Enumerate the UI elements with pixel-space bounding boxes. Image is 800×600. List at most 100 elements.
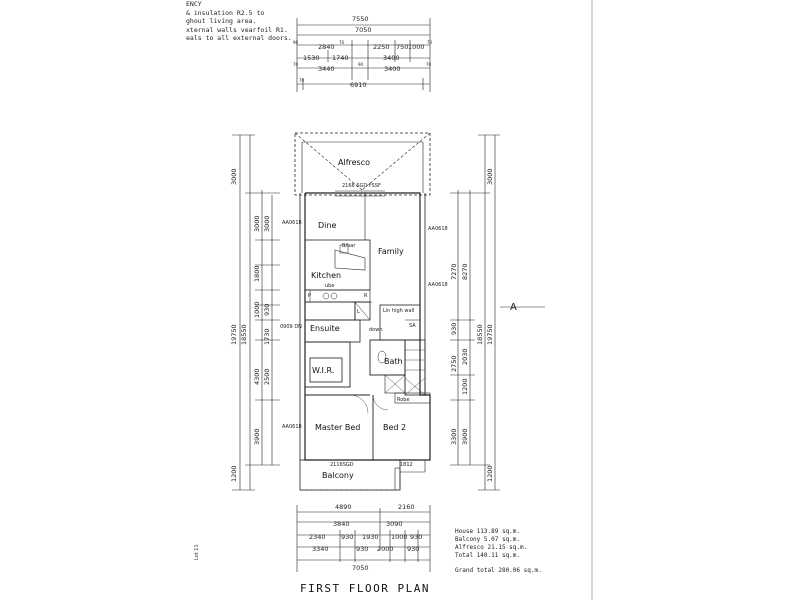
note-line: eals to all external doors. xyxy=(186,34,292,42)
area-grand-total: Grand total 280.06 sq.m. xyxy=(455,567,542,574)
dim-label: 930 xyxy=(341,533,353,541)
dim-label: 930 xyxy=(263,304,271,316)
header-notes: ENCY & insulation R2.5 to ghout living a… xyxy=(186,0,292,43)
dim-small-label: 90 xyxy=(358,62,364,67)
dim-label: 1730 xyxy=(263,328,271,345)
window-label: 1812 xyxy=(400,462,413,468)
dim-label: 1200 xyxy=(486,465,494,482)
room-label-wir: W.I.R. xyxy=(312,366,334,375)
stair-down-label: down xyxy=(369,327,383,333)
room-label-alfresco: Alfresco xyxy=(338,158,370,167)
top-dimension-labels: 7550 7050 2840 2250 750 1000 1530 1740 3… xyxy=(293,15,433,89)
dim-label: 3900 xyxy=(461,428,469,445)
room-label-kitchen: Kitchen xyxy=(311,271,341,280)
dn-label: 0909 DN xyxy=(280,324,302,330)
area-schedule: House 113.89 sq.m. Balcony 5.07 sq.m. Al… xyxy=(455,528,542,575)
side-mark: Lot 11 xyxy=(194,544,200,560)
dim-label: 1000 xyxy=(408,43,425,51)
dim-label: 2750 xyxy=(450,355,458,372)
dim-label: 1200 xyxy=(230,465,238,482)
dim-label: 2500 xyxy=(263,368,271,385)
dim-label: 1800 xyxy=(253,265,261,282)
dim-small-label: 70 xyxy=(339,40,345,45)
dim-label: 19750 xyxy=(230,324,238,345)
dim-label: 7550 xyxy=(352,15,369,23)
dim-small-label: 70 xyxy=(427,40,433,45)
door-label: 2168 SGD FSSF xyxy=(342,183,381,189)
dim-small-label: 90 xyxy=(293,40,299,45)
area-house: House 113.89 sq.m. xyxy=(455,528,521,535)
dim-label: 3000 xyxy=(486,168,494,185)
dim-label: 2340 xyxy=(309,533,326,541)
dim-label: 3090 xyxy=(386,520,403,528)
robe-label: Robe xyxy=(397,397,410,403)
dim-label: 6910 xyxy=(350,81,367,89)
dim-label: 3340 xyxy=(312,545,329,553)
area-total: Total 140.11 sq.m. xyxy=(455,552,521,559)
dim-label: 2160 xyxy=(398,503,415,511)
room-label-ensuite: Ensuite xyxy=(310,324,340,333)
bottom-dimension-labels: 4890 2160 3840 3090 2340 930 1930 1000 9… xyxy=(309,503,422,572)
dim-label: 2840 xyxy=(318,43,335,51)
room-label-family: Family xyxy=(378,247,404,256)
pantry-label: P xyxy=(308,293,311,299)
section-marker-label: A xyxy=(510,302,517,313)
area-alfresco: Alfresco 21.15 sq.m. xyxy=(455,544,528,551)
dim-label: 3000 xyxy=(263,215,271,232)
dim-label: 1200 xyxy=(461,378,469,395)
bbar-label: B/bar xyxy=(342,243,356,249)
left-dimensions xyxy=(232,134,280,491)
dim-label: 3000 xyxy=(230,168,238,185)
dim-label: 19750 xyxy=(486,324,494,345)
dim-label: 2030 xyxy=(461,348,469,365)
door-label: 2116SGD xyxy=(330,462,354,468)
dim-label: 18550 xyxy=(240,324,248,345)
dim-label: 2250 xyxy=(373,43,390,51)
room-label-dine: Dine xyxy=(318,221,336,230)
dim-label: 8270 xyxy=(461,263,469,280)
top-dimensions xyxy=(296,18,431,92)
dim-label: 930 xyxy=(356,545,368,553)
bottom-dimensions xyxy=(296,505,431,572)
dim-label: 3900 xyxy=(253,428,261,445)
note-line: ghout living area. xyxy=(186,17,257,25)
dim-label: 1000 xyxy=(391,533,408,541)
plan-annotations: 2168 SGD FSSF 2116SGD 1812 B/bar ube Lin… xyxy=(280,183,448,468)
dim-label: 18550 xyxy=(476,324,484,345)
note-line: xternal walls vearfoil R1. xyxy=(186,25,288,34)
note-line: & insulation R2.5 to xyxy=(186,8,265,17)
right-dimensions xyxy=(450,134,545,491)
window-label: AA0618 xyxy=(282,424,302,430)
drawing-title: FIRST FLOOR PLAN xyxy=(300,582,430,595)
ube-label: ube xyxy=(325,283,334,289)
dim-label: 1000 xyxy=(253,301,261,318)
dim-small-label: 70 xyxy=(299,78,305,83)
dim-label: 4300 xyxy=(253,368,261,385)
dim-label: 4890 xyxy=(335,503,352,511)
dim-label: 3000 xyxy=(253,215,261,232)
room-labels: Alfresco Dine Family Kitchen Ensuite W.I… xyxy=(310,158,406,480)
fridge-label: R xyxy=(364,293,368,299)
dim-label: 3440 xyxy=(318,65,335,73)
sa-label: SA xyxy=(409,323,416,329)
dim-label: 3400 xyxy=(383,54,400,62)
window-label: AA0618 xyxy=(428,282,448,288)
dim-label: 3840 xyxy=(333,520,350,528)
area-balcony: Balcony 5.07 sq.m. xyxy=(455,536,521,543)
dim-label: 930 xyxy=(450,323,458,335)
dim-label: 3300 xyxy=(450,428,458,445)
dim-small-label: 70 xyxy=(426,62,432,67)
dim-label: 2000 xyxy=(377,545,394,553)
right-dimension-labels: 19750 18550 3000 7270 8270 930 2750 2030… xyxy=(450,168,517,482)
dim-label: 3400 xyxy=(384,65,401,73)
dim-label: 1530 xyxy=(303,54,320,62)
window-label: AA0618 xyxy=(428,226,448,232)
laundry-label: L xyxy=(357,309,360,315)
dim-label: 7050 xyxy=(355,26,372,34)
dim-label: 930 xyxy=(407,545,419,553)
dim-label: 1740 xyxy=(332,54,349,62)
dim-label: 1930 xyxy=(362,533,379,541)
left-dimension-labels: 19750 18550 3000 3000 1800 3000 930 1000… xyxy=(230,168,271,482)
building-walls xyxy=(294,132,431,491)
